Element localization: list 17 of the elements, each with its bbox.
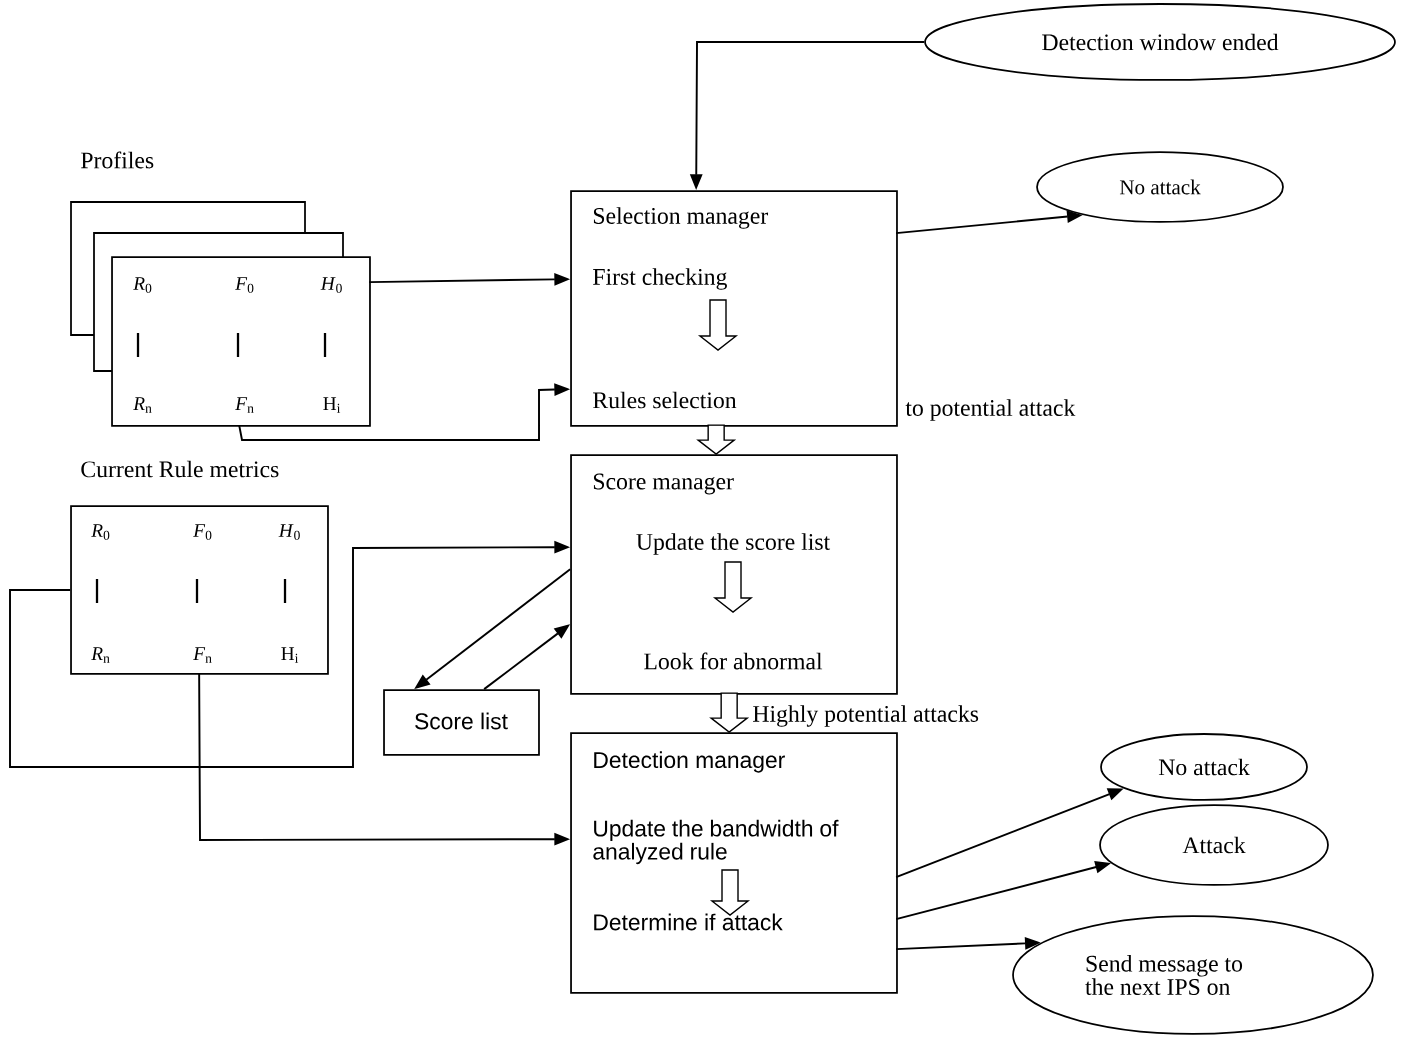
manager-box: Score list — [383, 689, 540, 756]
annotation-text: Highly potential attacks — [753, 705, 979, 727]
terminal-oval: Send message to the next IPS on — [1012, 915, 1374, 1035]
metrics-table: Profiles R$_{0}$ F$_{0}$ H$_{0}$ R$_{n}$ F$_{n}$ H$_{i}$ — [70, 151, 371, 427]
manager-box: Score manager Update the score list Look for abnormal — [570, 454, 898, 695]
terminal-oval: No attack — [1036, 151, 1284, 223]
annotation-text: to potential attack — [905, 399, 1076, 421]
hollow-arrow — [696, 424, 737, 456]
node-label: Current Rule metrics — [81, 460, 279, 478]
metrics-table: Current Rule metrics R$_{0}$ F$_{0}$ H$_{0}$ R$_{n}$ F$_{n}$ H$_{i}$ — [70, 460, 329, 675]
node-label: Profiles — [81, 151, 154, 169]
terminal-oval: No attack — [1100, 733, 1308, 801]
terminal-oval: Attack — [1099, 804, 1329, 886]
terminal-oval: Detection window ended — [924, 3, 1396, 81]
manager-box: Selection manager First checking Rules selection — [570, 190, 898, 427]
manager-box: Detection manager Update the bandwidth of analyzed rule Determine if attack — [570, 732, 898, 994]
hollow-arrow — [709, 692, 750, 734]
